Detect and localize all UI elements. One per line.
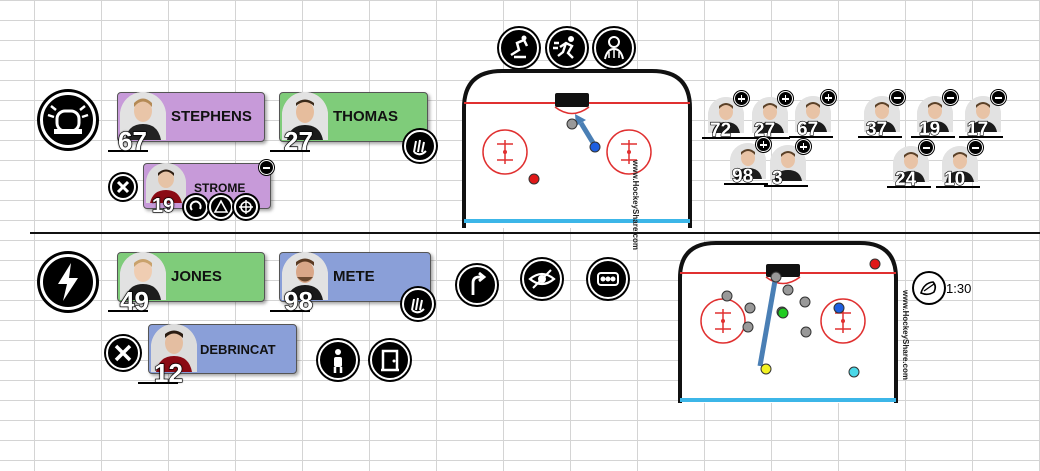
player-name: THOMAS xyxy=(333,108,398,125)
add-badge-icon[interactable] xyxy=(821,90,836,105)
player-name: DEBRINCAT xyxy=(200,342,276,357)
turn-arrow-icon[interactable] xyxy=(457,265,497,305)
player-number: 19 xyxy=(151,194,175,217)
cancel-icon[interactable] xyxy=(110,174,136,200)
clap-icon[interactable] xyxy=(404,130,436,162)
stick xyxy=(270,150,310,152)
player-number: 49 xyxy=(119,285,149,316)
rotate-icon[interactable] xyxy=(184,195,208,219)
player-photo xyxy=(282,252,328,300)
player-number: 67 xyxy=(117,125,147,156)
bench-player-number: 19 xyxy=(918,118,941,140)
lightning-icon[interactable] xyxy=(40,254,96,310)
player-name: METE xyxy=(333,268,375,285)
bench-player-number: 10 xyxy=(943,168,966,190)
bench-player-number: 72 xyxy=(709,119,732,141)
bench-player-photo[interactable] xyxy=(795,96,831,132)
stick xyxy=(789,136,833,138)
bench-player-photo[interactable] xyxy=(730,143,766,179)
remove-badge-icon[interactable] xyxy=(890,90,905,105)
add-badge-icon[interactable] xyxy=(756,137,771,152)
stick xyxy=(108,150,148,152)
cancel-icon[interactable] xyxy=(106,336,140,370)
stick xyxy=(702,137,746,139)
remove-badge-icon[interactable] xyxy=(259,160,274,175)
rink-watermark: www.HockeyShare.com xyxy=(901,290,910,380)
clap-icon[interactable] xyxy=(402,288,434,320)
bench-player-number: 3 xyxy=(771,167,783,189)
rink-watermark: www.HockeyShare.com xyxy=(631,160,640,250)
add-badge-icon[interactable] xyxy=(796,139,811,154)
remove-badge-icon[interactable] xyxy=(968,140,983,155)
stick xyxy=(724,183,768,185)
remove-badge-icon[interactable] xyxy=(991,90,1006,105)
timer-bird-icon[interactable] xyxy=(914,273,944,303)
bench-player-number: 67 xyxy=(796,118,819,140)
vision-icon[interactable] xyxy=(522,259,562,299)
player-name: STROME xyxy=(194,181,246,195)
skater-icon[interactable] xyxy=(499,28,539,68)
add-badge-icon[interactable] xyxy=(734,91,749,106)
timer-text: 1:30 xyxy=(946,281,972,296)
remove-badge-icon[interactable] xyxy=(919,140,934,155)
bench-player-number: 24 xyxy=(894,168,917,190)
bench-player-photo[interactable] xyxy=(917,96,953,132)
stick xyxy=(138,382,178,384)
traffic-light-icon[interactable] xyxy=(588,259,628,299)
player-number: 12 xyxy=(153,357,183,388)
bench-player-number: 37 xyxy=(865,118,888,140)
crosshair-icon[interactable] xyxy=(234,195,258,219)
bench-player-number: 98 xyxy=(731,165,754,187)
rink-diagram xyxy=(678,241,898,403)
remove-badge-icon[interactable] xyxy=(943,90,958,105)
referee-icon[interactable] xyxy=(594,28,634,68)
player-photo xyxy=(120,92,166,140)
player-number: 27 xyxy=(283,125,313,156)
stick xyxy=(959,136,1003,138)
player-photo xyxy=(151,324,197,372)
stick xyxy=(911,136,955,138)
siren-icon[interactable] xyxy=(40,92,96,148)
player-photo xyxy=(282,92,328,140)
player-photo xyxy=(120,252,166,300)
pizza-icon[interactable] xyxy=(209,195,233,219)
player-name: JONES xyxy=(171,268,222,285)
door-icon[interactable] xyxy=(370,340,410,380)
bench-player-number: 27 xyxy=(753,119,776,141)
stick xyxy=(887,186,931,188)
player-number: 98 xyxy=(283,285,313,316)
stick xyxy=(936,186,980,188)
stick xyxy=(764,185,808,187)
player-name: STEPHENS xyxy=(171,108,252,125)
stick xyxy=(108,310,148,312)
player-photo xyxy=(146,163,186,203)
person-icon[interactable] xyxy=(318,340,358,380)
stick xyxy=(858,136,902,138)
bench-player-number: 17 xyxy=(966,118,989,140)
row-divider xyxy=(30,232,1040,234)
stick xyxy=(270,310,310,312)
bench-player-photo[interactable] xyxy=(770,145,806,181)
add-badge-icon[interactable] xyxy=(778,91,793,106)
rink-diagram xyxy=(462,69,692,228)
sprint-icon[interactable] xyxy=(547,28,587,68)
